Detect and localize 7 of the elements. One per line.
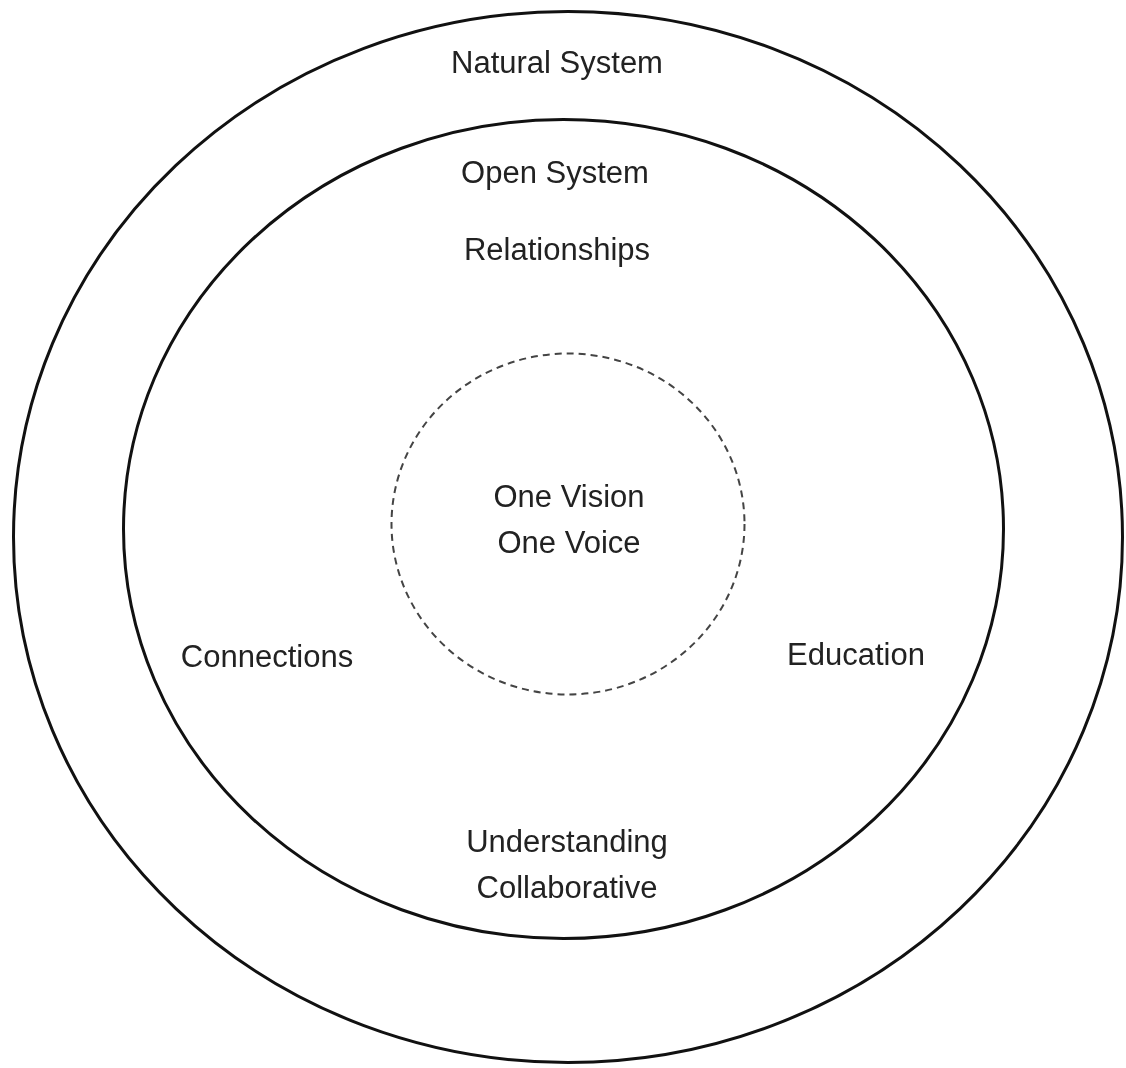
diagram-label: Natural System: [450, 44, 664, 82]
diagram-label: Education: [786, 636, 926, 674]
diagram-label: Connections: [179, 638, 355, 676]
diagram-label: Relationships: [462, 231, 652, 269]
diagram-label: One Vision One Voice: [492, 478, 646, 562]
diagram-label: Understanding Collaborative: [465, 823, 669, 907]
diagram-label: Open System: [460, 154, 650, 192]
